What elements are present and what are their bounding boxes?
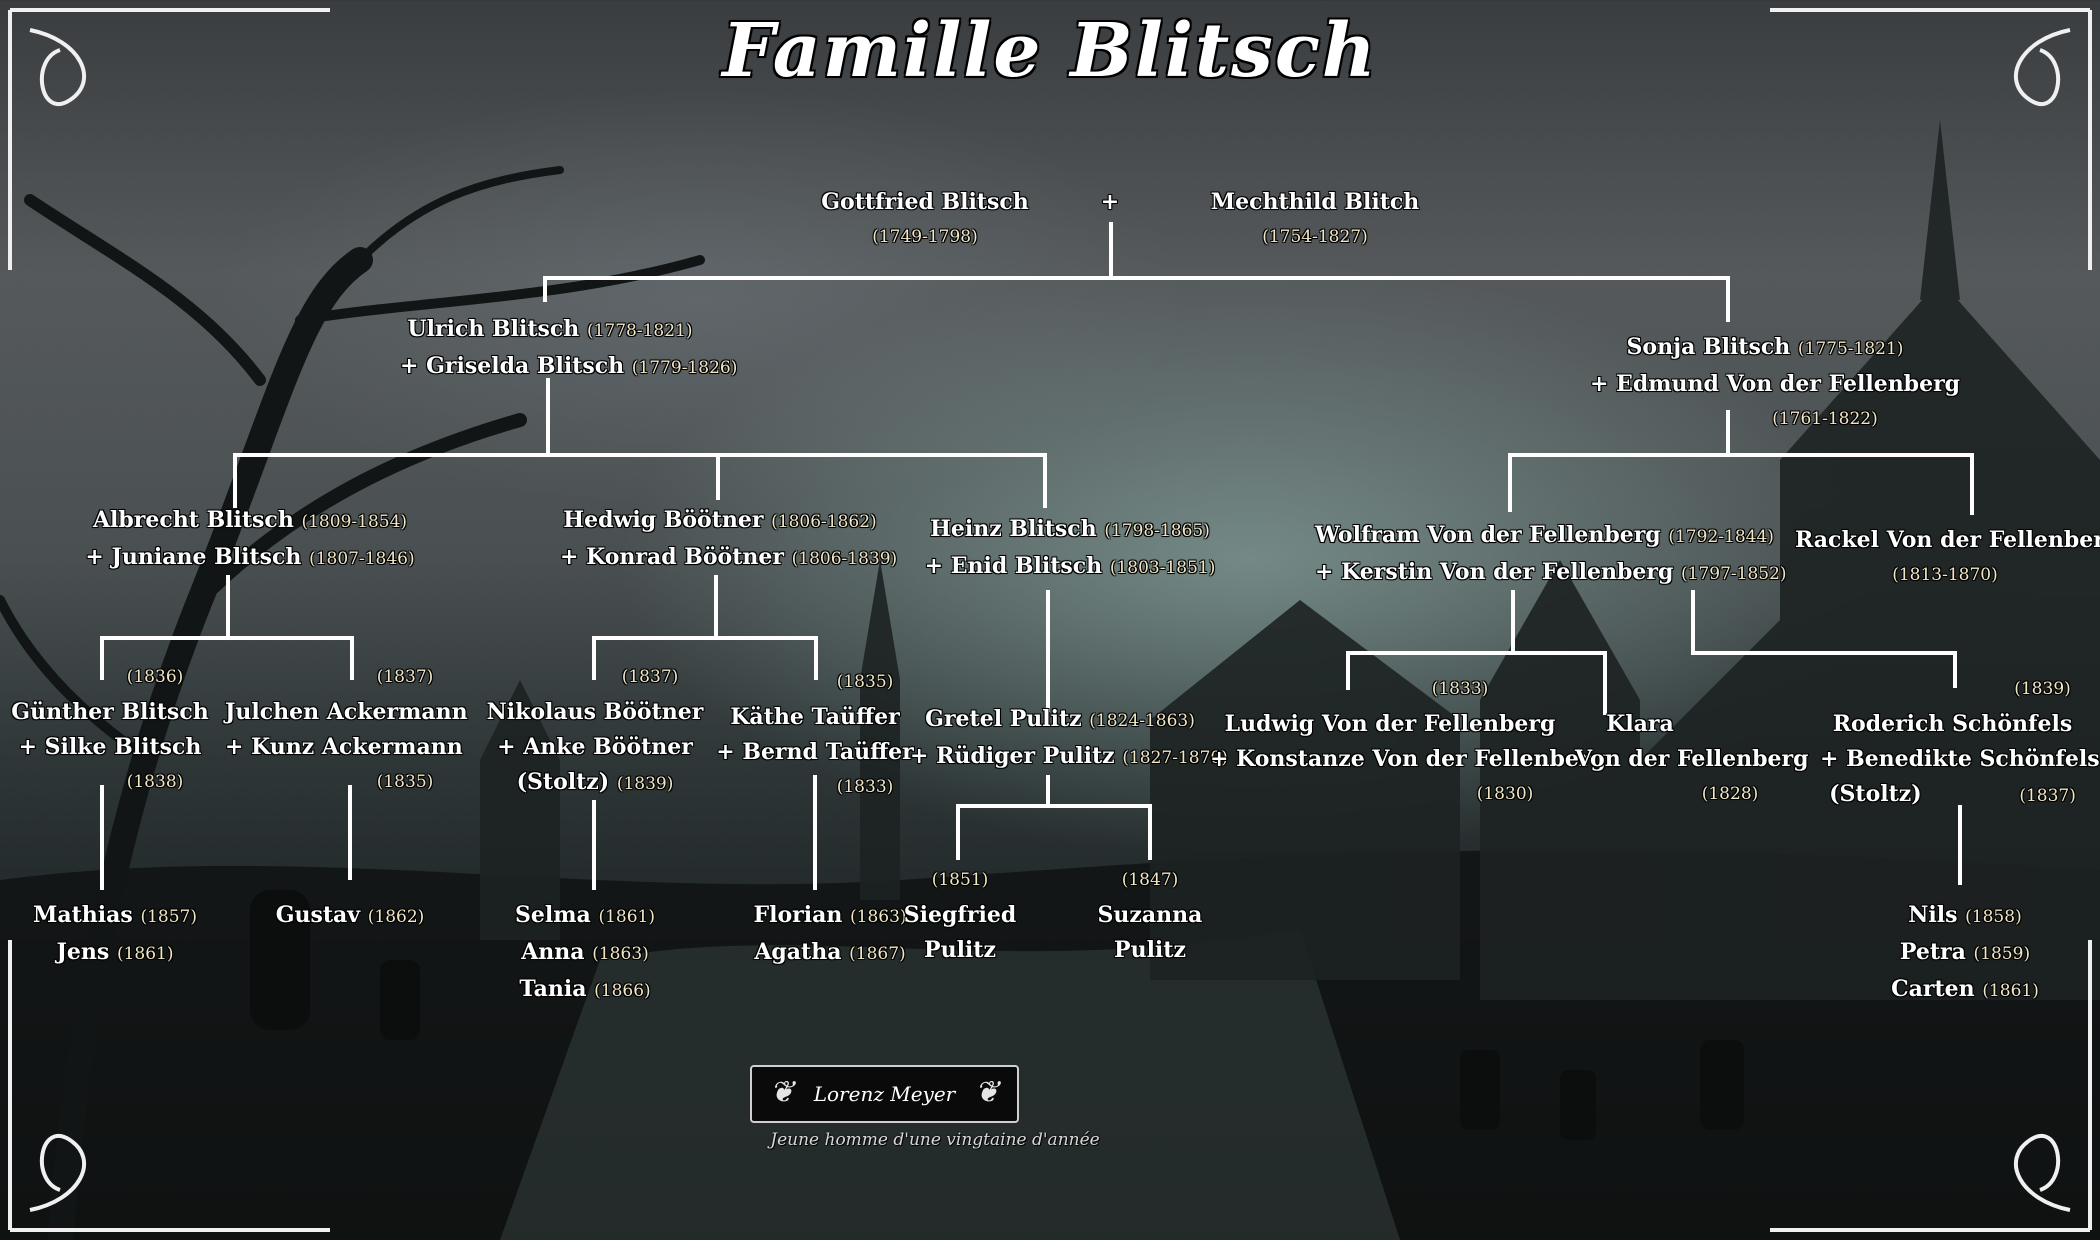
couple-ulrich-griselda: Ulrich Blitsch (1778-1821) + Griselda Bl… [400,312,738,386]
person-name: Sonja Blitsch (1775-1821) [1626,334,1904,360]
background-houses [480,120,2100,1000]
person-siegfried: (1851) Siegfried Pulitz [903,870,1017,963]
couple-julchen-kunz: (1837) Julchen Ackermann + Kunz Ackerman… [225,667,468,792]
couple-roderich-benedikte: (1839) Roderich Schönfels + Benedikte Sc… [1820,679,2100,807]
children-of-gunther: Mathias (1857) Jens (1861) [33,902,197,965]
couple-heinz-enid: Heinz Blitsch (1798-1865) + Enid Blitsch… [924,516,1216,579]
spouse-name: + Edmund Von der Fellenberg [1590,371,1961,397]
scroll-ornament-icon: ❦ [769,1075,795,1110]
couple-nikolaus-anke: (1837) Nikolaus Böötner + Anke Böötner (… [486,667,704,795]
children-of-julchen: Gustav (1862) [275,902,425,928]
connector-sonja-children-bar [1508,453,1974,515]
connector-hedwig-children-bar [592,636,818,680]
spouse-years: (1761-1822) [1772,409,1878,429]
couple-gretel-rudiger: Gretel Pulitz (1824-1863) + Rüdiger Puli… [910,706,1228,769]
children-of-roderich: Nils (1858) Petra (1859) Carten (1861) [1891,902,2039,1002]
person-mechthild: Mechthild Blitch (1754-1827) [1200,185,1430,255]
person-klara: Klara Von der Fellenberg (1828) [1575,711,1809,804]
couple-plus-sign: + [1100,189,1120,215]
couple-wolfram-kerstin: Wolfram Von der Fellenberg (1792-1844) +… [1315,522,1787,585]
connector-albrecht-children-bar [100,636,354,680]
person-rackel: Rackel Von der Fellenberg (1813-1870) [1795,527,2100,585]
person-name: Gottfried Blitsch [821,189,1029,215]
connector-wolfram-trunk-right [1691,590,1957,688]
connector-gen2-bar [543,276,1730,322]
person-suzanna: (1847) Suzanna Pulitz [1097,870,1203,963]
person-name: Ulrich Blitsch (1778-1821) [407,316,693,342]
couple-albrecht-juniane: Albrecht Blitsch (1809-1854) + Juniane B… [85,507,415,570]
couple-gunther-silke: (1836) Günther Blitsch + Silke Blitsch (… [11,667,209,792]
couple-hedwig-konrad: Hedwig Böötner (1806-1862) + Konrad Bööt… [560,507,898,570]
couple-kathe-bernd: (1835) Käthe Taüffer + Bernd Taüffer (18… [716,672,914,797]
children-of-kathe: Florian (1863) Agatha (1867) [753,902,907,965]
person-gottfried: Gottfried Blitsch (1749-1798) [820,185,1030,255]
spouse-name: + Griselda Blitsch (1779-1826) [400,353,738,379]
couple-sonja-edmund: Sonja Blitsch (1775-1821) + Edmund Von d… [1590,330,1961,437]
couple-ludwig-konstanze: (1833) Ludwig Von der Fellenberg + Konst… [1210,679,1606,804]
person-years: (1754-1827) [1262,227,1368,247]
person-name: Mechthild Blitch [1210,189,1420,215]
scroll-ornament-icon: ❦ [974,1075,1000,1110]
badge-caption: Jeune homme d'une vingtaine d'année [770,1130,1100,1150]
connector-wolfram-trunk-left [1346,590,1607,715]
connector-gretel-children-bar [956,804,1152,860]
badge-name: Lorenz Meyer [813,1082,956,1106]
connector-ulrich-children-bar [233,453,1047,508]
children-of-nikolaus: Selma (1861) Anna (1863) Tania (1866) [515,902,655,1002]
page-title: Famille Blitsch [722,8,1378,94]
person-years: (1749-1798) [872,227,978,247]
character-badge: ❦ Lorenz Meyer ❦ [750,1065,1019,1123]
